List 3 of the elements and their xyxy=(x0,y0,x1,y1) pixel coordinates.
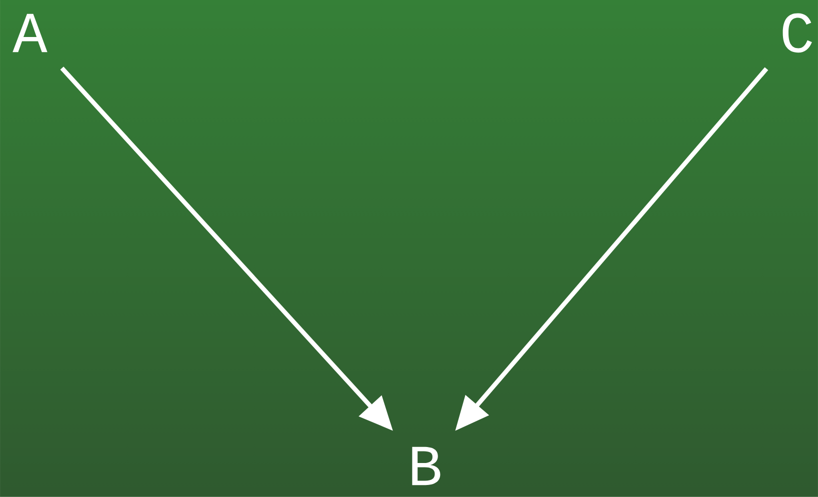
node-label: C xyxy=(782,13,812,53)
node-label: B xyxy=(412,446,440,486)
node-label: A xyxy=(12,14,48,52)
